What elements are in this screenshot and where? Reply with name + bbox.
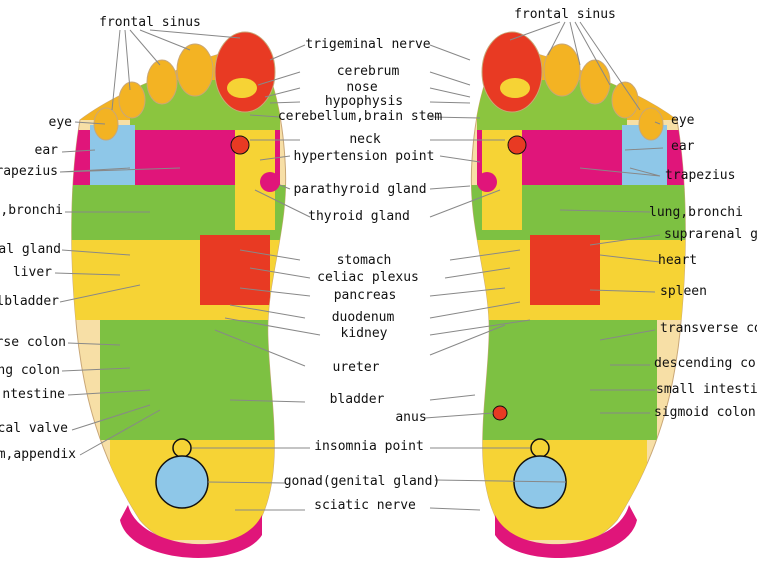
right-toe-5	[638, 107, 664, 141]
right-brain-icon	[500, 78, 530, 98]
right-intestine-zone	[477, 320, 657, 440]
left-brain-icon	[227, 78, 257, 98]
right-foot	[470, 31, 686, 558]
label-thyroid-gland: thyroid gland	[308, 209, 410, 224]
label-kidney: kidney	[340, 326, 388, 341]
left-toe-5	[93, 107, 119, 141]
label-gallbladder: lbladder	[0, 294, 59, 309]
right-parathyroid-dot	[477, 172, 497, 192]
label-hypophysis: hypophysis	[324, 94, 404, 109]
label-gonad: gonad(genital gland)	[283, 474, 441, 489]
label-small-intestine-left: ntestine	[2, 387, 65, 402]
label-nose: nose	[346, 80, 378, 95]
label-small-intestine-right: small intestin	[656, 382, 757, 397]
right-toe-2	[543, 43, 581, 97]
label-bladder: bladder	[329, 392, 385, 407]
label-eye-right: eye	[671, 113, 695, 128]
label-ileocecal-valve: cal valve	[0, 421, 68, 436]
left-gonad-circle	[155, 455, 209, 509]
label-transverse-colon-left: rse colon	[0, 335, 66, 350]
left-parathyroid-dot	[260, 172, 280, 192]
right-spleen-zone	[530, 235, 600, 305]
label-anus: anus	[395, 410, 427, 425]
right-toe-4	[611, 81, 639, 119]
right-anus-dot	[492, 405, 508, 421]
label-sciatic-nerve: sciatic nerve	[314, 498, 416, 513]
label-ureter: ureter	[332, 360, 380, 375]
right-neck-dot	[507, 135, 527, 155]
label-ear-left: ear	[34, 143, 58, 158]
label-parathyroid-gland: parathyroid gland	[293, 182, 427, 197]
left-big-toe	[214, 31, 276, 113]
label-pancreas: pancreas	[333, 288, 397, 303]
right-heel-arc	[495, 505, 637, 558]
label-spleen: spleen	[660, 284, 707, 299]
label-trapezius-right: trapezius	[665, 168, 736, 183]
left-toe-3	[146, 59, 178, 105]
label-eye-left: eye	[48, 115, 72, 130]
label-suprarenal-gland-left: al gland	[0, 242, 61, 257]
label-hypertension-point: hypertension point	[293, 149, 435, 164]
label-duodenum: duodenum	[331, 310, 395, 325]
label-cerebellum-brain-stem: cerebellum,brain stem	[277, 109, 443, 124]
leader-lines	[54, 21, 664, 511]
label-lung-bronchi-right: lung,bronchi	[649, 205, 743, 220]
label-trapezius-left: rapezius	[0, 164, 58, 179]
label-trigeminal-nerve: trigeminal nerve	[305, 37, 431, 52]
left-toe-2	[176, 43, 214, 97]
label-neck: neck	[349, 132, 381, 147]
label-insomnia-point: insomnia point	[314, 439, 424, 454]
label-lung-bronchi-left: ung,bronchi	[0, 203, 63, 218]
label-cerebrum: cerebrum	[336, 64, 400, 79]
label-liver: liver	[12, 265, 52, 280]
label-descending-colon: descending co	[654, 356, 756, 371]
label-cecum-appendix: m,appendix	[0, 447, 76, 462]
label-transverse-colon-right: transverse co	[660, 321, 757, 336]
right-toe-3	[579, 59, 611, 105]
left-intestine-zone	[100, 320, 280, 440]
left-foot	[71, 31, 287, 558]
label-sigmoid-colon: sigmoid colon,	[654, 405, 757, 420]
label-frontal-sinus-left: frontal sinus	[99, 15, 201, 30]
label-heart: heart	[658, 253, 698, 268]
label-stomach: stomach	[336, 253, 392, 268]
label-celiac-plexus: celiac plexus	[317, 270, 419, 285]
label-suprarenal-gland-right: suprarenal g	[664, 227, 757, 242]
left-kidney-zone	[200, 235, 270, 305]
left-neck-dot	[230, 135, 250, 155]
label-frontal-sinus-right: frontal sinus	[514, 7, 616, 22]
left-heel-arc	[120, 505, 262, 558]
left-toe-4	[118, 81, 146, 119]
right-big-toe	[481, 31, 543, 113]
label-ascending-colon: ng colon	[0, 363, 60, 378]
label-ear-right: ear	[671, 139, 695, 154]
